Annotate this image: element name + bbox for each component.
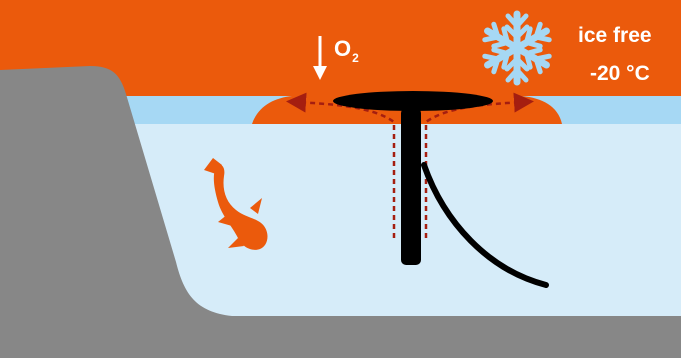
flow-arrow-left: [286, 92, 396, 238]
ice-free-label: ice free: [578, 24, 652, 47]
aerator-shaft: [401, 108, 421, 265]
temperature-label: -20 °C: [590, 62, 650, 85]
arrow-down-icon: [313, 36, 327, 80]
flow-arrow-right: [424, 92, 534, 238]
fish-icon: [204, 158, 268, 250]
aerator-device: [333, 91, 549, 288]
ground-shore: [0, 66, 681, 358]
oxygen-symbol: O: [334, 36, 352, 61]
oxygen-subscript: 2: [352, 51, 359, 65]
air-hose: [421, 162, 549, 288]
water-circulation-arrows: [286, 92, 534, 238]
aerator-float-disc: [333, 91, 493, 111]
snowflake-icon: [483, 14, 552, 82]
oxygen-label: O2: [334, 36, 359, 65]
